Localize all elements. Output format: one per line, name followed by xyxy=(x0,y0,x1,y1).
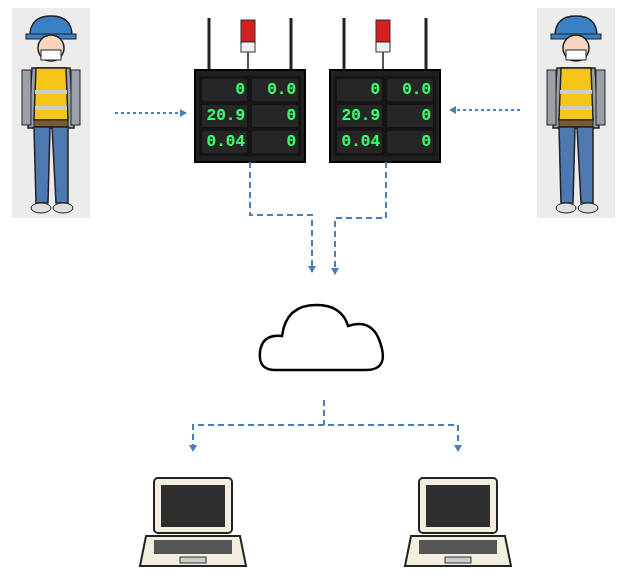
reading-value: 0 xyxy=(387,131,433,153)
gas-monitor-display: 00.020.900.040 xyxy=(334,76,436,156)
reading-value: 20.9 xyxy=(202,105,247,127)
gas-monitor-display: 00.020.900.040 xyxy=(199,76,301,156)
reading-value: 0 xyxy=(337,79,382,101)
reading-value: 0 xyxy=(252,105,298,127)
reading-value: 0.0 xyxy=(387,79,433,101)
reading-value: 0.0 xyxy=(252,79,298,101)
reading-value: 20.9 xyxy=(337,105,382,127)
reading-value: 0.04 xyxy=(337,131,382,153)
reading-value: 0 xyxy=(202,79,247,101)
reading-value: 0 xyxy=(387,105,433,127)
reading-value: 0.04 xyxy=(202,131,247,153)
reading-value: 0 xyxy=(252,131,298,153)
